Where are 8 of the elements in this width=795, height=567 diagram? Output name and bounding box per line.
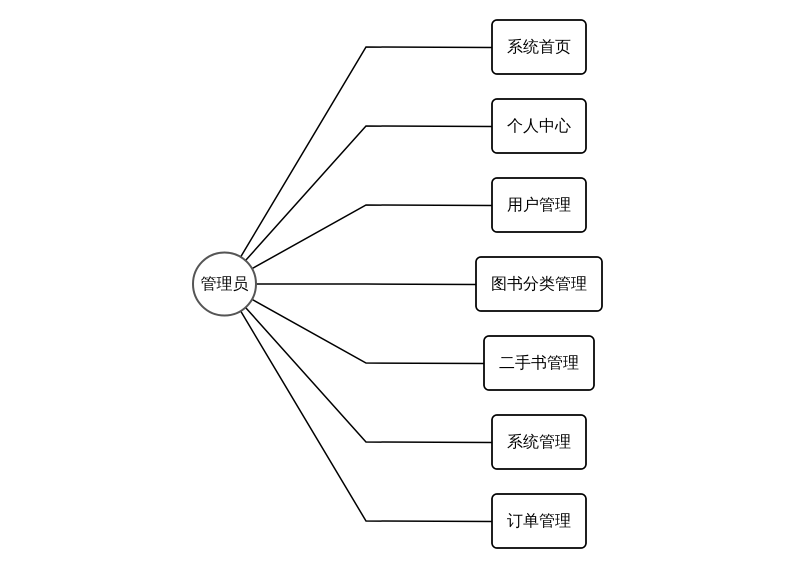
connector — [256, 282, 476, 285]
connector — [252, 204, 492, 269]
connector — [244, 306, 492, 443]
connector — [240, 310, 492, 522]
node-circle: 管理员 — [192, 251, 257, 316]
connector — [244, 124, 492, 261]
connector — [240, 46, 492, 257]
connector — [252, 298, 484, 364]
